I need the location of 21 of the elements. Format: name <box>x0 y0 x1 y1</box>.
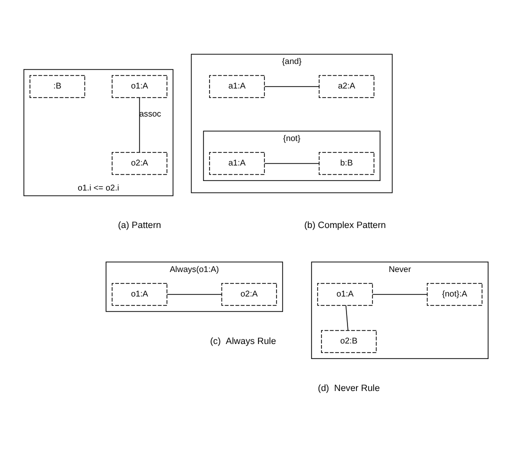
node-box: a2:A <box>318 74 374 98</box>
label: (a) Pattern <box>118 220 162 230</box>
connector <box>346 304 348 330</box>
node-box: :B <box>30 74 86 98</box>
node-box: o2:A <box>112 152 168 174</box>
node-box: a1:A <box>209 152 265 174</box>
node-box: b:B <box>318 152 374 174</box>
connector <box>264 162 320 164</box>
label: (c) Always Rule <box>210 335 276 346</box>
connector <box>166 293 222 294</box>
connector <box>139 96 140 152</box>
node-box: o2:B <box>321 330 377 352</box>
node-box: a1:A <box>209 74 265 98</box>
label: (b) Complex Pattern <box>304 220 386 230</box>
node-box: o2:A <box>221 282 277 306</box>
label: (d) Never Rule <box>318 382 380 393</box>
connector <box>372 293 428 294</box>
node-box: {not}:A <box>426 282 482 306</box>
node-box: o1:A <box>112 282 168 306</box>
node-box: o1:A <box>317 282 373 306</box>
node-box: o1:A <box>112 74 168 98</box>
